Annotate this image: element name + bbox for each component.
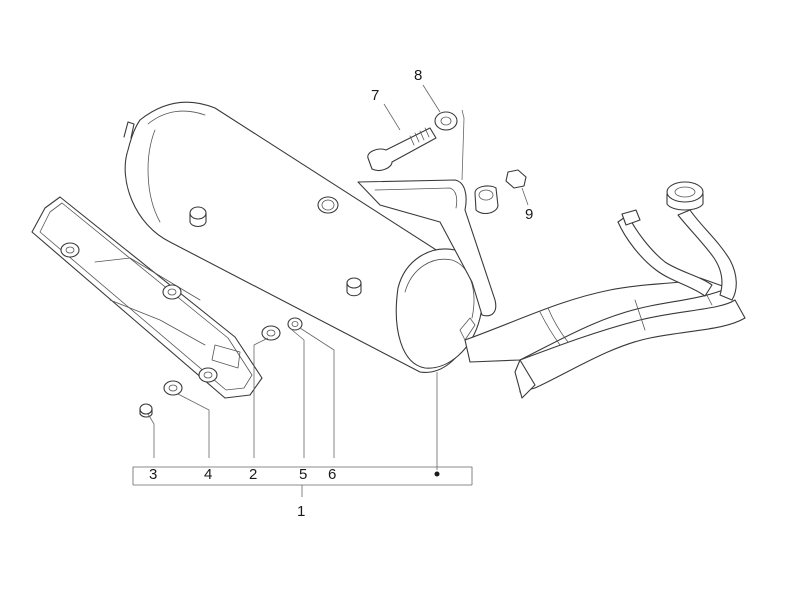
spacer-nut-part bbox=[474, 169, 527, 215]
muffler-body bbox=[123, 101, 484, 373]
callout-4: 4 bbox=[204, 466, 212, 483]
callout-8: 8 bbox=[414, 67, 422, 84]
muffler-bracket bbox=[357, 179, 497, 317]
leader-lines bbox=[132, 84, 529, 497]
callout-1: 1 bbox=[297, 503, 305, 520]
exhaust-pipe bbox=[464, 181, 746, 399]
heat-shield bbox=[31, 196, 263, 399]
small-parts bbox=[139, 317, 303, 418]
callout-3: 3 bbox=[149, 466, 157, 483]
bolt-part bbox=[367, 127, 437, 171]
callout-2: 2 bbox=[249, 466, 257, 483]
washer-part bbox=[434, 111, 458, 131]
callout-labels: 1 2 3 4 5 6 7 8 9 bbox=[149, 67, 533, 520]
callout-7: 7 bbox=[371, 87, 379, 104]
callout-5: 5 bbox=[299, 466, 307, 483]
callout-6: 6 bbox=[328, 466, 336, 483]
callout-9: 9 bbox=[525, 206, 533, 223]
